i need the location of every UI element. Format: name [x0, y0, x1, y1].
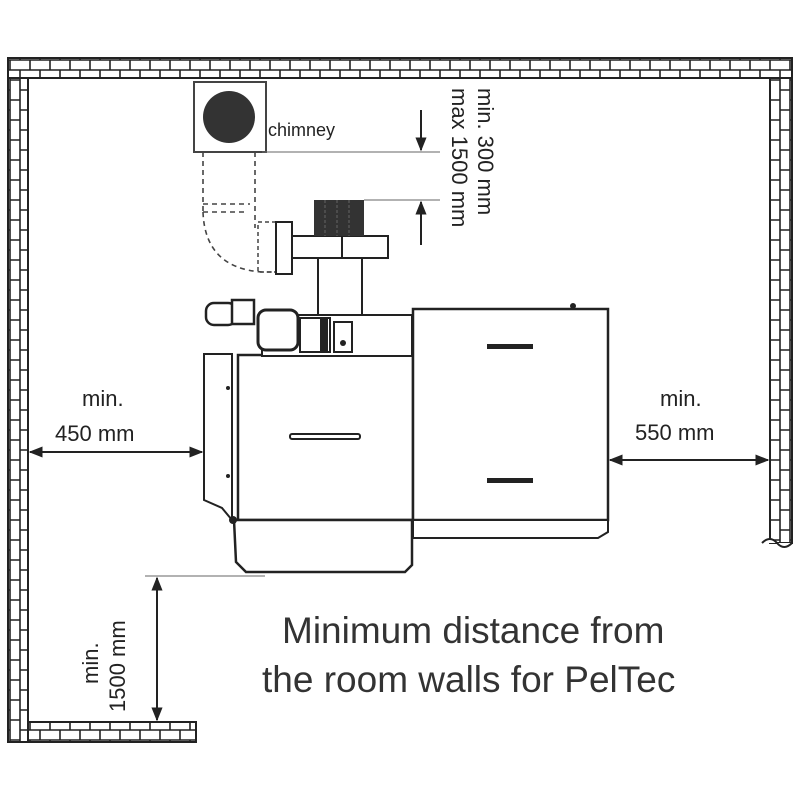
chimney-clearance-min: min. 300 mm	[473, 88, 498, 215]
room-walls	[7, 57, 793, 743]
front-clearance-line1: min.	[78, 642, 103, 684]
left-clearance-line1: min.	[82, 386, 124, 411]
chimney	[193, 81, 292, 273]
dimension-lines	[28, 110, 770, 722]
boiler	[203, 298, 610, 574]
chimney-label: chimney	[268, 120, 335, 140]
burner-assembly	[204, 298, 353, 353]
right-clearance-line2: 550 mm	[635, 420, 714, 445]
top-wall	[7, 57, 793, 79]
wall-break	[761, 538, 793, 548]
left-wall	[7, 77, 29, 743]
front-clearance-line2: 1500 mm	[105, 620, 130, 712]
diagram-title-line2: the room walls for PelTec	[262, 659, 675, 700]
right-wall	[769, 77, 793, 544]
right-clearance-line1: min.	[660, 386, 702, 411]
diagram-title-line1: Minimum distance from	[282, 610, 664, 651]
chimney-clearance-max: max 1500 mm	[447, 88, 472, 227]
bottom-wall	[27, 721, 197, 743]
left-clearance-line2: 450 mm	[55, 421, 134, 446]
flue-pipe	[275, 200, 389, 317]
